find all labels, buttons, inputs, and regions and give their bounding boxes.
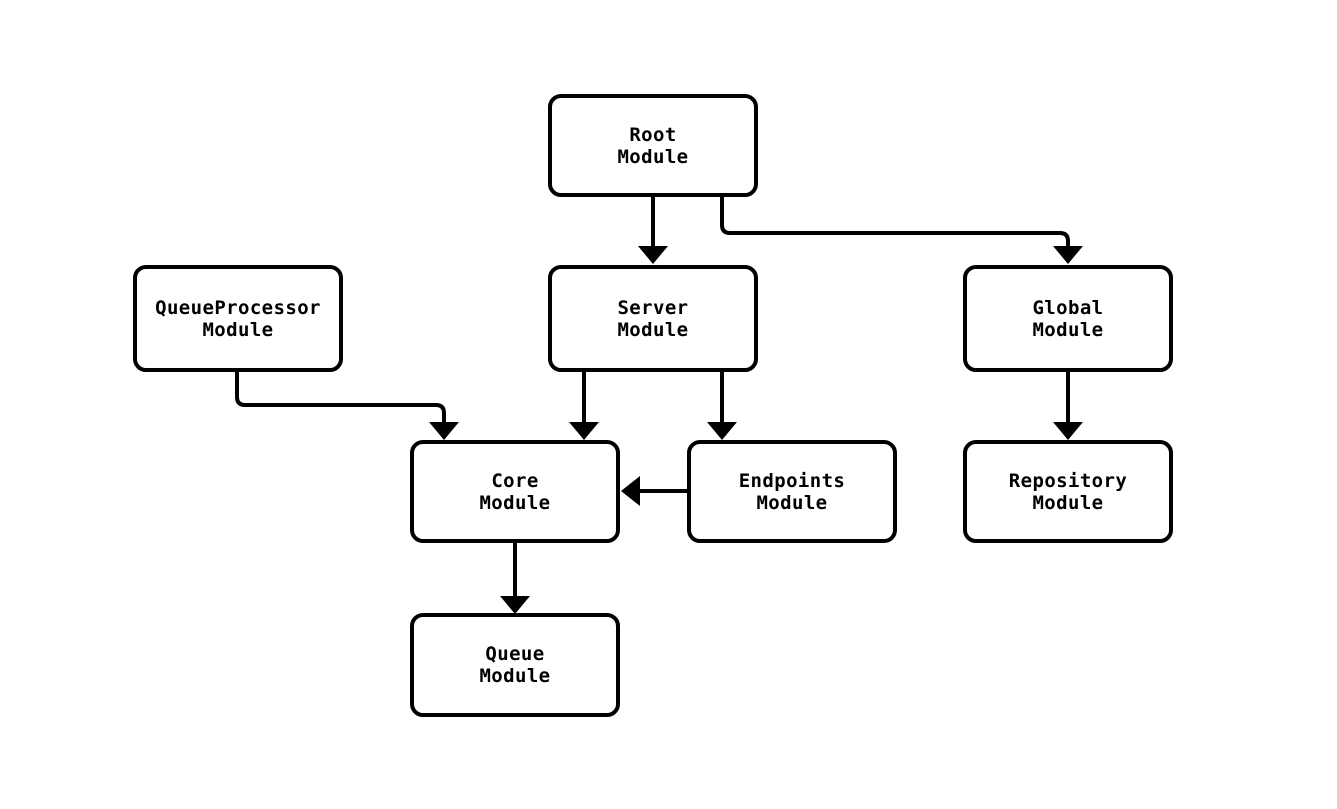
arrowhead-root-to-global bbox=[1053, 246, 1083, 264]
arrowhead-server-to-endpoints bbox=[707, 422, 737, 440]
arrowhead-core-to-queue bbox=[500, 596, 530, 614]
arrowhead-root-to-server bbox=[638, 246, 668, 264]
node-core-module-label-line1: Core bbox=[491, 469, 539, 492]
node-queueprocessor-module[interactable]: QueueProcessor Module bbox=[133, 265, 343, 372]
node-global-module-label-line2: Module bbox=[1032, 318, 1104, 341]
node-root-module-label-line2: Module bbox=[617, 145, 689, 168]
node-queueprocessor-module-label-line2: Module bbox=[202, 318, 274, 341]
node-server-module-label-line1: Server bbox=[617, 296, 689, 319]
node-queue-module-label-line1: Queue bbox=[485, 643, 545, 665]
node-global-module[interactable]: Global Module bbox=[963, 265, 1173, 372]
arrowhead-server-to-core bbox=[569, 422, 599, 440]
arrowhead-queueprocessor-to-core bbox=[429, 422, 459, 440]
edge-root-to-global bbox=[720, 197, 1070, 251]
node-endpoints-module[interactable]: Endpoints Module bbox=[687, 440, 897, 543]
arrowhead-endpoints-to-core bbox=[621, 476, 640, 506]
node-repository-module-label-line1: Repository bbox=[1008, 469, 1128, 492]
node-endpoints-module-label-line1: Endpoints bbox=[738, 469, 846, 492]
node-global-module-label-line1: Global bbox=[1032, 296, 1104, 319]
node-server-module[interactable]: Server Module bbox=[548, 265, 758, 372]
node-queue-module-label-line2: Module bbox=[479, 665, 551, 687]
node-repository-module[interactable]: Repository Module bbox=[963, 440, 1173, 543]
node-endpoints-module-label-line2: Module bbox=[756, 491, 828, 514]
node-core-module-label-line2: Module bbox=[479, 491, 551, 514]
node-root-module-label-line1: Root bbox=[629, 123, 677, 146]
node-core-module[interactable]: Core Module bbox=[410, 440, 620, 543]
node-server-module-label-line2: Module bbox=[617, 318, 689, 341]
node-repository-module-label-line2: Module bbox=[1032, 491, 1104, 514]
node-queue-module[interactable]: Queue Module bbox=[410, 613, 620, 717]
node-root-module[interactable]: Root Module bbox=[548, 94, 758, 197]
arrowhead-global-to-repository bbox=[1053, 422, 1083, 440]
edge-queueprocessor-to-core bbox=[235, 372, 446, 427]
node-queueprocessor-module-label-line1: QueueProcessor bbox=[155, 296, 321, 319]
